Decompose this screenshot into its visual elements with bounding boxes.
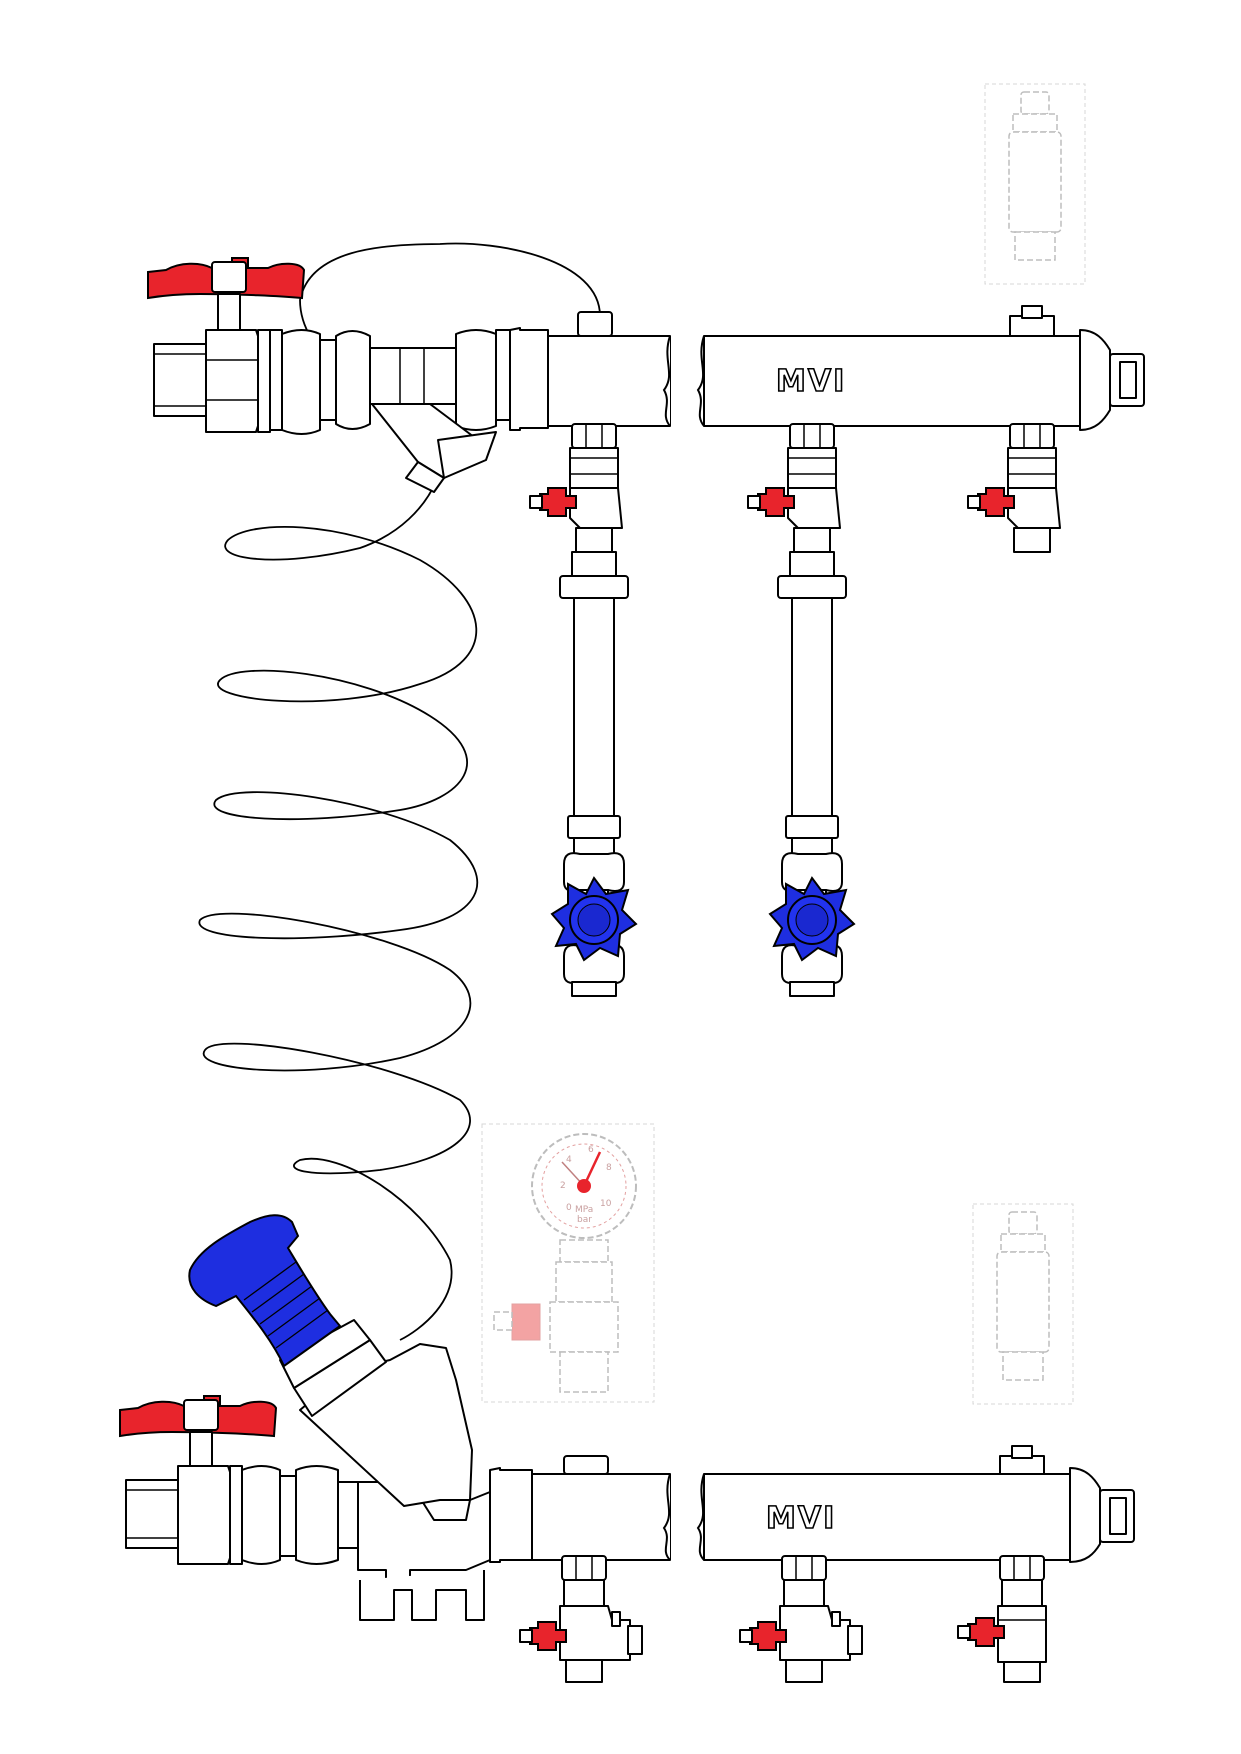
gauge-tick-4: 4 <box>566 1155 572 1165</box>
gauge-tick-0: 0 <box>566 1203 572 1213</box>
brand-label-top: MVI <box>776 364 846 399</box>
brand-label-bottom: MVI <box>766 1501 836 1536</box>
manifold-bar-icon: MVI <box>489 1445 1135 1563</box>
bottom-outlet-3[interactable] <box>957 1555 1047 1683</box>
flexible-hose-icon <box>559 551 847 819</box>
bottom-outlet-2[interactable] <box>740 1556 862 1682</box>
ghost-air-vent-top-frame <box>984 83 1086 285</box>
top-outlet-1[interactable] <box>530 424 622 552</box>
gauge-tick-6: 6 <box>588 1145 594 1155</box>
capillary-tube <box>198 242 601 1341</box>
air-vent-icon <box>1008 91 1062 261</box>
top-outlet-2[interactable] <box>748 424 840 552</box>
gauge-tick-2: 2 <box>560 1181 566 1191</box>
top-outlet-3[interactable] <box>968 424 1060 552</box>
gauge-unit-mpa: MPa <box>575 1205 593 1215</box>
lockshield-valve-icon[interactable] <box>552 816 636 996</box>
top-ball-valve[interactable] <box>147 257 306 433</box>
gauge-unit-bar: bar <box>577 1215 592 1225</box>
air-vent-icon <box>996 1211 1050 1381</box>
manifold-bar-icon: MVI <box>509 305 1145 431</box>
lockshield-valve-icon[interactable] <box>770 816 854 996</box>
ghost-air-vent-bottom-frame <box>972 1203 1074 1405</box>
y-strainer-icon <box>269 329 513 493</box>
balancing-valve-icon[interactable] <box>188 1214 491 1621</box>
bottom-outlet-1[interactable] <box>520 1556 642 1682</box>
gauge-tick-8: 8 <box>606 1163 612 1173</box>
bottom-ball-valve[interactable] <box>119 1395 297 1565</box>
pressure-gauge-icon: 0 2 4 6 8 10 MPa bar <box>481 1123 655 1403</box>
gauge-tick-10: 10 <box>600 1199 612 1209</box>
